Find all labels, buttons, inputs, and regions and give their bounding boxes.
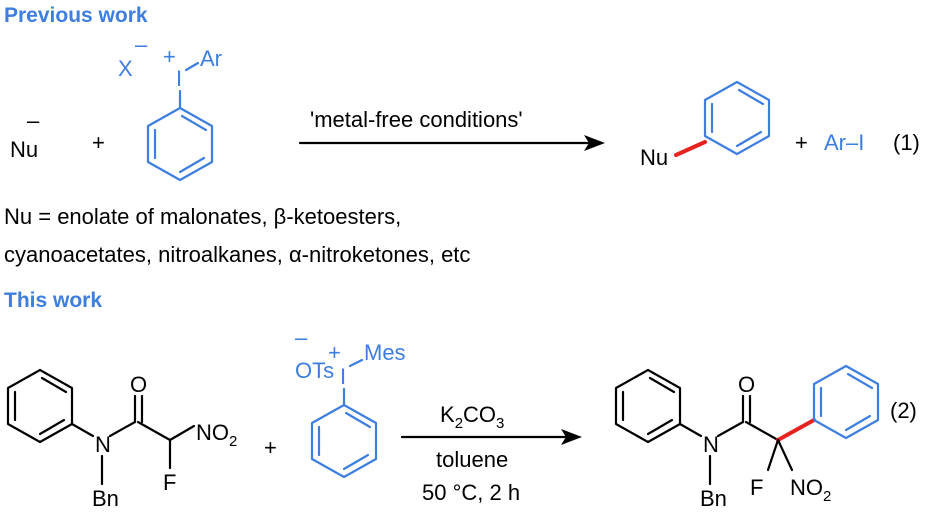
- aryl-label: Ar: [200, 46, 222, 71]
- nu-charge: –: [27, 108, 40, 133]
- nucleophile: Nu –: [10, 108, 40, 162]
- reagent-anion-charge: –: [295, 325, 308, 350]
- substrate-bn: Bn: [92, 486, 119, 511]
- new-bond-1: [674, 140, 707, 157]
- product-no2: NO2: [790, 475, 831, 505]
- reagent-mes: Mes: [364, 340, 406, 365]
- product-bn: Bn: [700, 486, 727, 511]
- scope-line-2: cyanoacetates, nitroalkanes, α-nitroketo…: [4, 242, 470, 267]
- i-ar-bond: [184, 61, 200, 72]
- iodine-charge: +: [163, 44, 176, 69]
- product-2: N O F NO2 Bn: [614, 364, 880, 511]
- equation-label-1: (1): [893, 130, 920, 155]
- heading-previous-work: Previous work: [4, 4, 148, 27]
- product-1: Nu: [640, 80, 771, 170]
- byproduct-ar-i: Ar–I: [824, 130, 864, 155]
- n-phenyl-ring-2: [614, 368, 682, 444]
- reagent-anion: OTs: [295, 358, 334, 383]
- product-n: N: [703, 432, 719, 457]
- iodonium-reagent: X – + I Ar: [118, 32, 222, 182]
- reaction-arrow-2: K2CO3 toluene 50 °C, 2 h: [400, 402, 582, 505]
- product-f: F: [750, 475, 763, 500]
- new-bond-2: [776, 418, 816, 442]
- substrate-no2: NO2: [196, 420, 237, 450]
- product-o: O: [738, 372, 755, 397]
- iodine-label: I: [176, 66, 182, 91]
- substrate-n: N: [95, 432, 111, 457]
- counterion-x: X: [118, 56, 133, 81]
- solvent-label: toluene: [436, 447, 508, 472]
- reagent-iodine: I: [340, 364, 346, 389]
- phenyl-ring-1: [146, 106, 214, 182]
- base-label: K2CO3: [440, 402, 504, 432]
- phenyl-ring-2: [703, 80, 771, 156]
- substrate: N O NO2 F Bn: [6, 368, 237, 511]
- reagent-iodine-charge: +: [328, 340, 341, 365]
- phenyl-ring-3: [310, 403, 378, 479]
- phenyl-ring-4: [812, 364, 880, 440]
- reaction-arrow-1: 'metal-free conditions': [298, 107, 605, 151]
- substrate-f: F: [163, 470, 176, 495]
- counterion-charge: –: [135, 32, 148, 57]
- plus-sign-1: +: [92, 130, 105, 155]
- substrate-o: O: [130, 372, 147, 397]
- arrow-head-2: [561, 429, 582, 445]
- arrow-head-1: [584, 135, 605, 151]
- scope-line-1: Nu = enolate of malonates, β-ketoesters,: [4, 204, 401, 229]
- temp-time-label: 50 °C, 2 h: [422, 480, 520, 505]
- equation-label-2: (2): [890, 398, 917, 423]
- heading-this-work: This work: [4, 289, 102, 312]
- nu-label: Nu: [10, 137, 38, 162]
- conditions-label: 'metal-free conditions': [310, 107, 523, 132]
- plus-sign-2: +: [795, 130, 808, 155]
- mesityl-iodonium-reagent: – OTs + I Mes: [295, 325, 406, 479]
- product-nu-label: Nu: [640, 145, 668, 170]
- plus-sign-3: +: [264, 435, 277, 460]
- n-phenyl-ring-1: [6, 368, 74, 444]
